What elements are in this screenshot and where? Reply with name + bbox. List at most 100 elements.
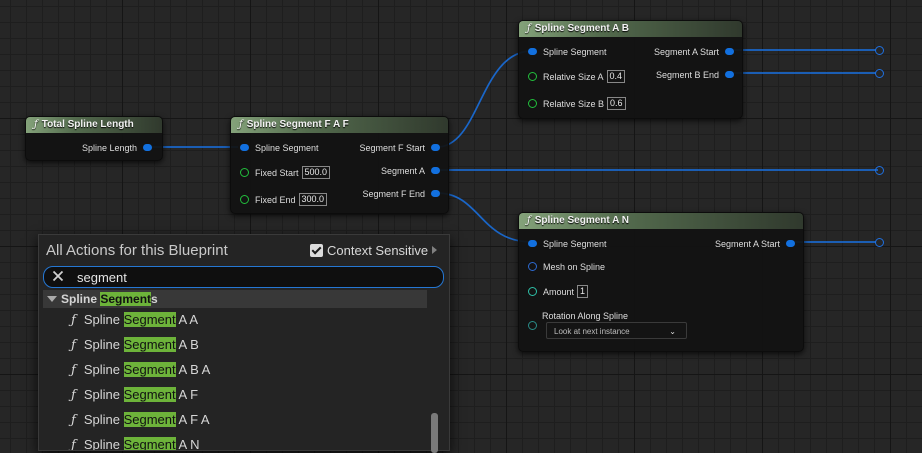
pin-label: Fixed End <box>255 194 296 205</box>
rotation-dropdown-value: Look at next instance <box>554 327 630 336</box>
pin-rotation[interactable] <box>528 318 537 332</box>
wire-fstart-to-ab <box>436 50 533 148</box>
search-input[interactable] <box>77 267 417 287</box>
reroute-pin-3[interactable] <box>875 166 884 175</box>
pin-segment-a-out[interactable]: Segment A <box>381 163 440 177</box>
pin-spline-segment-in[interactable]: Spline Segment <box>528 44 607 58</box>
item-label-post: A F <box>175 387 199 402</box>
float-pin-icon[interactable] <box>528 72 537 82</box>
search-box[interactable] <box>43 266 444 288</box>
exec-pin-icon[interactable] <box>431 167 440 175</box>
search-match: Segment <box>100 292 152 306</box>
pin-spline-length-out[interactable]: Spline Length <box>82 140 152 154</box>
exec-pin-icon[interactable] <box>528 240 537 248</box>
pin-label: Spline Segment <box>255 142 319 153</box>
relative-size-a-input[interactable]: 0.4 <box>606 70 626 84</box>
reroute-pin-1[interactable] <box>875 46 884 55</box>
item-label-post: A B <box>175 337 199 352</box>
action-menu[interactable]: All Actions for this Blueprint Context S… <box>38 234 450 453</box>
object-pin-icon[interactable] <box>528 262 537 272</box>
pin-label: Amount <box>543 286 575 297</box>
item-label-post: A B A <box>175 362 211 377</box>
item-label-post: A N <box>175 437 200 450</box>
chevron-down-icon: ⌄ <box>669 327 676 336</box>
pin-segment-f-end-out[interactable]: Segment F End <box>362 186 440 200</box>
category-label-pre: Spline <box>61 292 101 306</box>
int-pin-icon[interactable] <box>528 287 537 297</box>
pin-segment-a-start-out[interactable]: Segment A Start <box>715 236 795 250</box>
enum-pin-icon[interactable] <box>528 321 537 331</box>
context-sensitive-toggle[interactable]: Context Sensitive <box>310 243 438 258</box>
scrollbar-thumb[interactable] <box>431 413 438 453</box>
exec-pin-icon[interactable] <box>528 48 537 56</box>
wire-fend-to-an <box>436 192 533 243</box>
pin-segment-f-start-out[interactable]: Segment F Start <box>359 140 440 154</box>
reroute-pin-4[interactable] <box>875 238 884 247</box>
category-label-post: s <box>151 292 158 306</box>
pin-mesh-on-spline[interactable]: Mesh on Spline <box>528 259 605 273</box>
category-spline-segments[interactable]: Spline Segments <box>43 290 427 308</box>
node-title: Spline Segment A N <box>534 215 629 226</box>
pin-spline-segment-in[interactable]: Spline Segment <box>240 140 319 154</box>
expand-arrow-icon[interactable] <box>432 246 438 254</box>
exec-pin-icon[interactable] <box>725 48 734 56</box>
exec-pin-icon[interactable] <box>240 144 249 152</box>
checkbox-icon[interactable] <box>310 244 323 257</box>
function-icon: ƒ <box>34 119 38 130</box>
item-label-post: A F A <box>175 412 210 427</box>
pin-label: Segment A <box>380 165 425 176</box>
float-pin-icon[interactable] <box>240 168 249 178</box>
rotation-dropdown[interactable]: Look at next instance ⌄ <box>546 322 687 339</box>
float-pin-icon[interactable] <box>240 195 249 205</box>
amount-input[interactable]: 1 <box>577 285 589 299</box>
exec-pin-icon[interactable] <box>431 190 440 198</box>
item-label-pre: Spline <box>83 412 124 427</box>
function-icon: ƒ <box>71 313 76 328</box>
fixed-start-input[interactable]: 500.0 <box>301 166 331 180</box>
pin-segment-a-start-out[interactable]: Segment A Start <box>654 44 734 58</box>
item-label-pre: Spline <box>83 437 124 450</box>
expand-triangle-icon[interactable] <box>47 296 57 302</box>
clear-icon[interactable] <box>51 269 65 283</box>
float-pin-icon[interactable] <box>528 99 537 109</box>
function-icon: ƒ <box>527 23 531 34</box>
item-label-pre: Spline <box>83 387 124 402</box>
pin-spline-segment-in[interactable]: Spline Segment <box>528 236 607 250</box>
exec-pin-icon[interactable] <box>431 144 440 152</box>
function-icon: ƒ <box>239 119 243 130</box>
relative-size-b-input[interactable]: 0.6 <box>607 97 626 111</box>
exec-pin-icon[interactable] <box>143 144 152 152</box>
item-label-pre: Spline <box>83 337 124 352</box>
context-sensitive-label: Context Sensitive <box>327 243 429 258</box>
item-label-pre: Spline <box>83 362 124 377</box>
search-match: Segment <box>123 412 176 427</box>
exec-pin-icon[interactable] <box>786 240 795 248</box>
reroute-pin-2[interactable] <box>875 69 884 78</box>
pin-segment-b-end-out[interactable]: Segment B End <box>656 67 734 81</box>
fixed-end-input[interactable]: 300.0 <box>298 193 328 207</box>
node-title: Total Spline Length <box>41 119 134 130</box>
item-label-post: A A <box>175 312 199 327</box>
exec-pin-icon[interactable] <box>725 71 734 79</box>
